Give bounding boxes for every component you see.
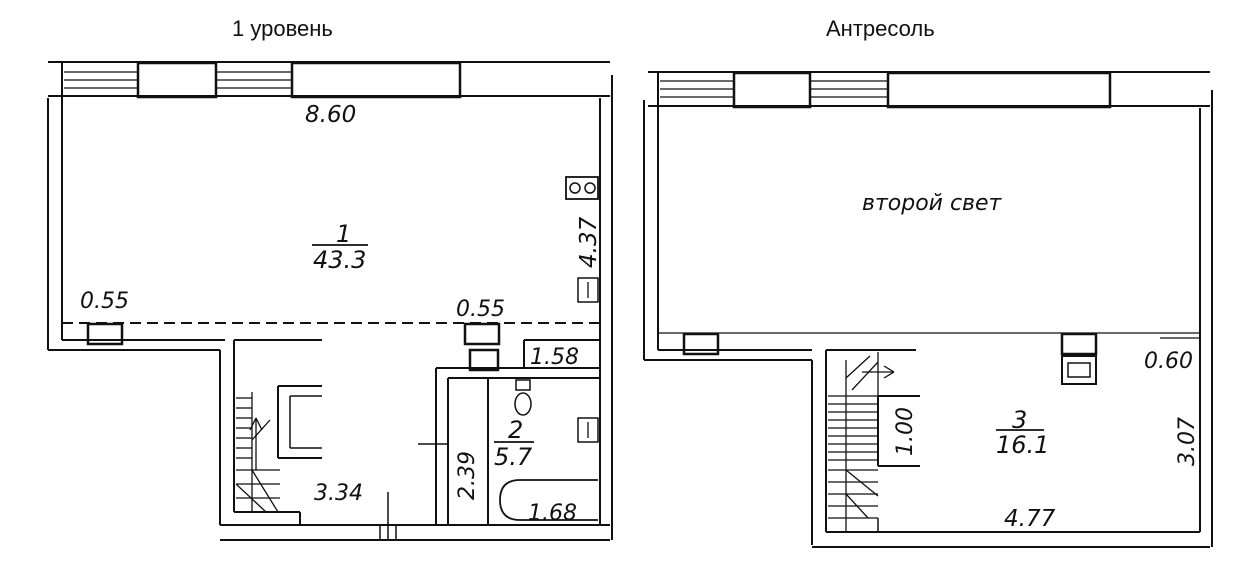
level1-staircase bbox=[235, 392, 280, 513]
second-light-label: второй свет bbox=[862, 191, 1003, 216]
room3-area: 16.1 bbox=[996, 431, 1049, 459]
level1-stair-frame bbox=[277, 385, 322, 459]
mezzanine-staircase bbox=[828, 352, 895, 532]
toilet-icon bbox=[514, 379, 532, 416]
dim-1-00: 1.00 bbox=[893, 407, 918, 456]
room2-number: 2 bbox=[508, 416, 523, 444]
dim-4-77: 4.77 bbox=[1004, 506, 1056, 532]
level1-vent-box bbox=[468, 348, 500, 372]
dim-1-58: 1.58 bbox=[530, 345, 579, 370]
sink-icon bbox=[577, 277, 599, 303]
mezzanine-title: Антресоль bbox=[826, 16, 935, 41]
room1-area: 43.3 bbox=[313, 246, 366, 274]
room2-area: 5.7 bbox=[494, 443, 533, 471]
room1-number: 1 bbox=[336, 220, 351, 248]
level1-column-mid bbox=[463, 322, 501, 346]
dim-8-60: 8.60 bbox=[305, 102, 356, 128]
room3-number: 3 bbox=[1012, 406, 1027, 434]
dim-1-68: 1.68 bbox=[528, 501, 577, 526]
stove-icon bbox=[565, 176, 599, 200]
bathroom-sink-icon bbox=[577, 417, 599, 443]
dim-0-60: 0.60 bbox=[1144, 349, 1193, 374]
dim-2-39: 2.39 bbox=[455, 451, 480, 500]
mezzanine-vent-box bbox=[1061, 355, 1097, 385]
level1-title: 1 уровень bbox=[232, 16, 333, 41]
dim-4-37: 4.37 bbox=[576, 216, 602, 268]
mezzanine-window-strip bbox=[648, 71, 1210, 109]
level1-window-strip bbox=[48, 61, 610, 99]
mezzanine-column-left bbox=[682, 332, 720, 356]
level1-walls bbox=[47, 75, 613, 541]
dim-3-34: 3.34 bbox=[314, 481, 363, 506]
bathtub-icon bbox=[499, 479, 598, 521]
dim-0-55-mid: 0.55 bbox=[456, 297, 505, 322]
mezzanine-walls bbox=[643, 90, 1213, 548]
mezzanine-column-mid bbox=[1060, 332, 1098, 356]
dim-0-55-left: 0.55 bbox=[80, 289, 129, 314]
level1-column-left bbox=[86, 322, 124, 346]
dim-3-07: 3.07 bbox=[1175, 417, 1200, 466]
